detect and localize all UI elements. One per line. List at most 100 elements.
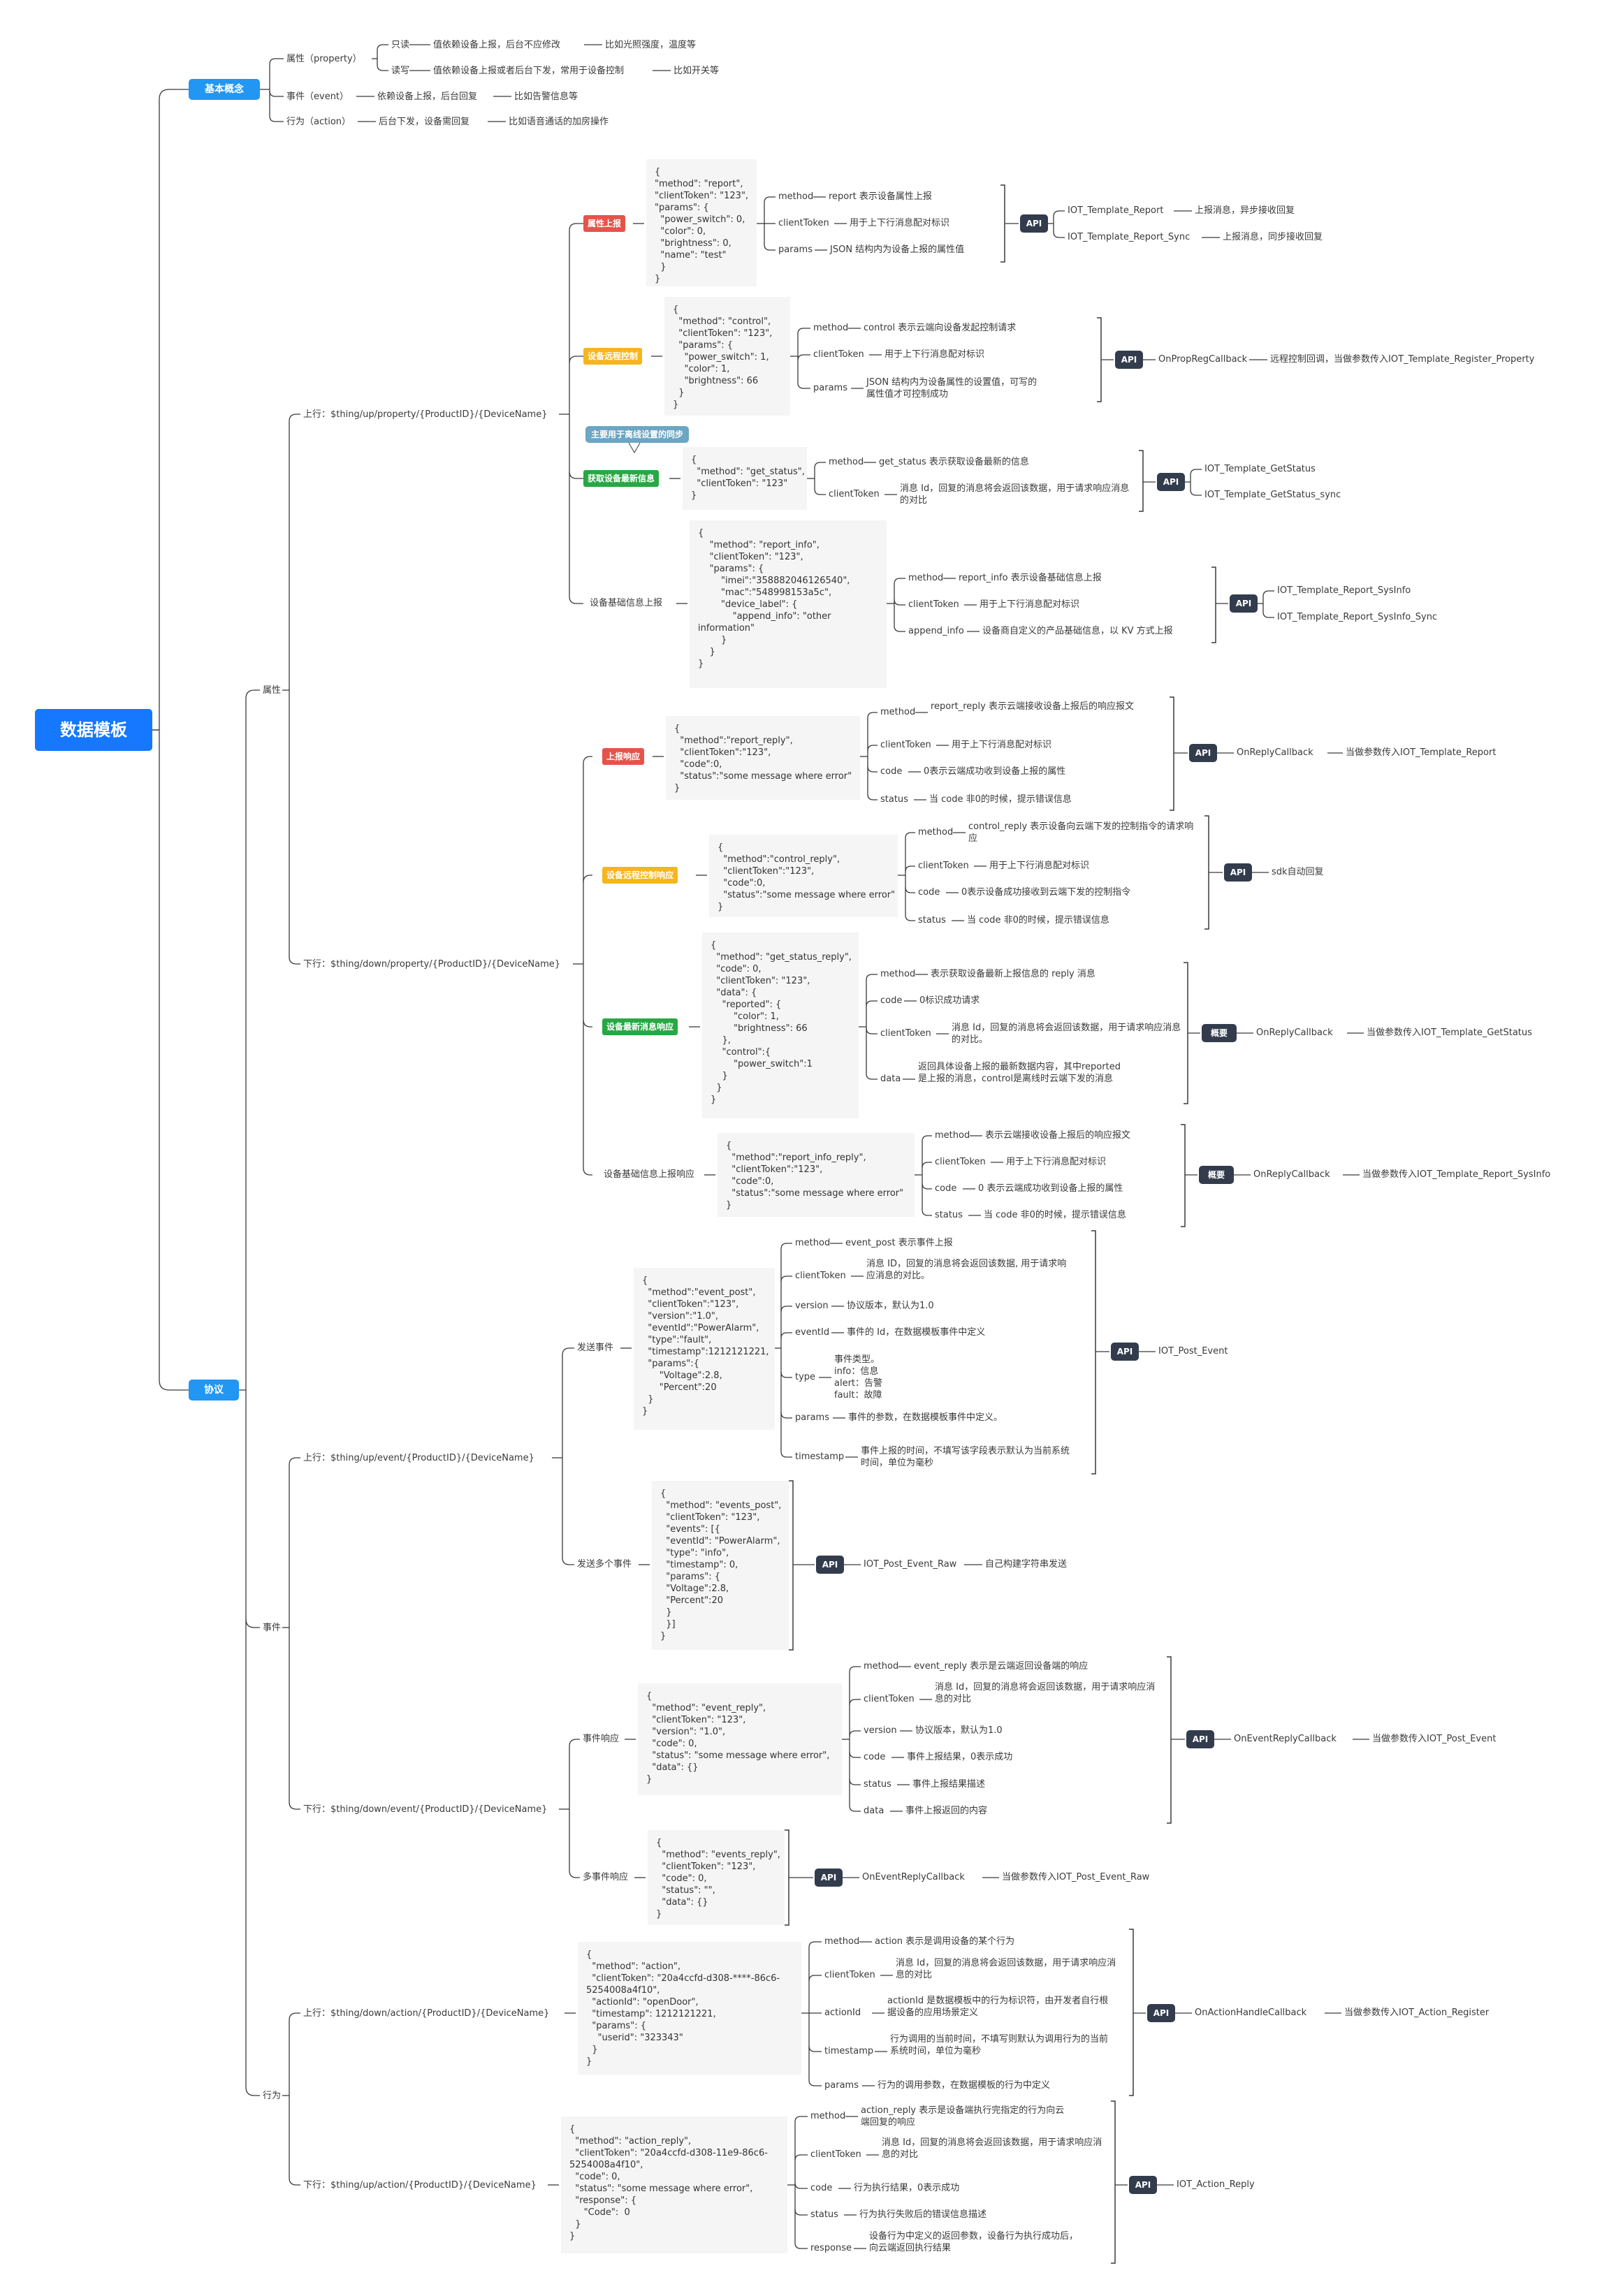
statusreply-field-1-value: 表示获取设备最新上报信息的 reply 消息: [931, 969, 1095, 979]
attr-up-connector: [569, 596, 583, 604]
attr-up-topic: 上行：$thing/up/property/{ProductID}/{Devic…: [303, 409, 548, 420]
badge-inforeply-summary: 概要: [1199, 1166, 1234, 1184]
info-fields: [894, 578, 905, 585]
api-event-send: API: [1111, 1343, 1139, 1361]
actiondown-field-5-value: 设备行为中定义的返回参数，设备行为执行成功后，向云端返回执行结果: [869, 2231, 1079, 2253]
event-connector: [289, 1457, 300, 1465]
readwrite-example: 比如开关等: [674, 66, 720, 76]
inforeply-fields: [922, 1209, 932, 1216]
tag-down-reply: 上报响应: [602, 748, 645, 765]
actionup-field-4-value: 行为调用的当前时间，不填写则默认为调用行为的当前系统时间，单位为毫秒: [890, 2034, 1109, 2056]
info-field-2-key: clientToken: [908, 599, 959, 610]
actionup-field-4-key: timestamp: [824, 2046, 874, 2056]
report-field-1-key: method: [778, 191, 814, 202]
eventsend-bracket: [1091, 1230, 1096, 1475]
actiondown-fields: [794, 2242, 808, 2249]
getstatus-field-1-value: get_status 表示获取设备最新的信息: [879, 457, 1029, 467]
api-down-controlreply-name: sdk自动回复: [1272, 867, 1324, 877]
eventmulti-bracket: [789, 1480, 794, 1651]
statusreply-field-3-value: 消息 Id，回复的消息将会返回该数据，用于请求响应消息的对比。: [952, 1023, 1181, 1045]
getstatus-field-1-key: method: [829, 457, 864, 467]
getstatus-fields: [814, 488, 826, 495]
api-event-reply-desc: 当做参数传入IOT_Post_Event: [1372, 1734, 1497, 1744]
event-down-connector: [569, 1870, 580, 1878]
eventsend-field-2-key: clientToken: [795, 1271, 846, 1281]
api-action-up-desc: 当做参数传入IOT_Action_Register: [1344, 2008, 1490, 2018]
eventreply-fields: [849, 1730, 861, 1737]
actiondown-fields: [794, 2182, 808, 2189]
reply-field-1-value: report_reply 表示云端接收设备上报后的响应报文: [931, 701, 1134, 712]
actiondown-field-3-key: code: [810, 2183, 833, 2193]
attr-up-connector: [569, 471, 583, 479]
eventreply-field-4-value: 事件上报结果，0表示成功: [907, 1752, 1013, 1762]
api-down-reply: API: [1189, 744, 1217, 762]
actionup-bracket: [1129, 1929, 1134, 2096]
controlreply-field-3-key: code: [918, 887, 940, 898]
report-fields: [764, 244, 776, 251]
protocol-connector: [245, 1618, 260, 1628]
inforeply-field-3-value: 0 表示云端成功收到设备上报的属性: [978, 1183, 1123, 1194]
inforeply-field-1-value: 表示云端接收设备上报后的响应报文: [985, 1130, 1131, 1141]
api-control-desc: 远程控制回调，当做参数传入IOT_Template_Register_Prope…: [1270, 354, 1535, 365]
inforeply-bracket: [1181, 1124, 1186, 1227]
statusreply-fields: [866, 1073, 878, 1080]
eventreply-field-2-key: clientToken: [864, 1694, 915, 1704]
readwrite-label: 读写: [391, 66, 410, 76]
readonly-desc: 值依赖设备上报，后台不应修改: [433, 40, 561, 50]
inforeply-field-4-value: 当 code 非0的时候，提示错误信息: [984, 1210, 1126, 1220]
label-attr-info: 设备基础信息上报: [590, 598, 663, 608]
code-attr-report: { "method": "report", "clientToken": "12…: [646, 159, 757, 286]
code-down-controlreply: { "method":"control_reply", "clientToken…: [709, 835, 898, 917]
eventsend-fields: [780, 1371, 792, 1378]
api-statusreply-name: OnReplyCallback: [1256, 1028, 1333, 1038]
inforeply-field-2-key: clientToken: [935, 1157, 986, 1167]
eventsend-fields: [780, 1275, 792, 1282]
event-example: 比如告警信息等: [514, 92, 578, 102]
getstatus-field-2-value: 消息 Id，回复的消息将会返回该数据，用于请求响应消息的对比: [900, 483, 1130, 506]
eventsend-fields: [780, 1451, 792, 1458]
statusreply-fields: [866, 1000, 878, 1007]
readonly-example: 比如光照强度，温度等: [605, 40, 697, 50]
api-action-up: API: [1147, 2004, 1175, 2022]
api-report-name: IOT_Template_Report: [1068, 205, 1164, 216]
api-event-reply: API: [1186, 1730, 1214, 1748]
api-info-name: IOT_Template_Report_SysInfo: [1277, 585, 1411, 596]
attr-down-topic: 下行：$thing/down/property/{ProductID}/{Dev…: [303, 959, 561, 970]
eventreply-field-3-value: 协议版本，默认为1.0: [915, 1725, 1003, 1736]
actiondown-field-1-value: action_reply 表示是设备端执行完指定的行为向云端回复的响应: [861, 2105, 1065, 2128]
controlreply-fields: [905, 914, 915, 921]
eventsend-field-5-value: 事件类型。 info：信息 alert：告警 fault：故障: [834, 1354, 883, 1401]
info-field-2-value: 用于上下行消息配对标识: [980, 599, 1080, 610]
api-down-reply-desc: 当做参数传入IOT_Template_Report: [1346, 747, 1497, 758]
statusreply-bracket: [1184, 962, 1188, 1104]
property-connector: [377, 44, 388, 51]
controlreply-field-2-key: clientToken: [918, 861, 969, 871]
actionup-fields: [808, 2045, 822, 2052]
getstatus-bracket: [1139, 450, 1144, 512]
label-event-reply: 事件响应: [583, 1734, 620, 1744]
eventreply-field-6-value: 事件上报返回的内容: [905, 1806, 988, 1816]
readonly-label: 只读: [391, 40, 410, 50]
actiondown-fields: [794, 2209, 808, 2216]
actionup-field-5-key: params: [824, 2080, 859, 2091]
control-field-1-value: control 表示云端向设备发起控制请求: [864, 323, 1017, 333]
controlreply-fields: [905, 886, 915, 893]
attr-up-connector: [569, 356, 583, 364]
report-field-2-value: 用于上下行消息配对标识: [850, 218, 950, 228]
attr-down-connector: [583, 875, 592, 883]
info-api-connector: [1262, 590, 1274, 597]
label-down-inforeply: 设备基础信息上报响应: [604, 1169, 695, 1180]
api-action-down-name: IOT_Action_Reply: [1177, 2179, 1255, 2190]
section-basic: 基本概念: [189, 79, 260, 100]
control-field-1-key: method: [813, 323, 849, 333]
reply-fields: [867, 766, 878, 773]
actiondown-field-5-key: response: [810, 2243, 852, 2253]
actionup-fields: [808, 1941, 822, 1948]
code-action-down: { "method": "action_reply", "clientToken…: [561, 2116, 787, 2253]
reply-field-1-key: method: [880, 707, 916, 717]
reply-fields: [867, 712, 878, 719]
attr-down-connector: [583, 756, 592, 764]
event-connector: [289, 1801, 300, 1810]
info-fields: [894, 625, 905, 632]
